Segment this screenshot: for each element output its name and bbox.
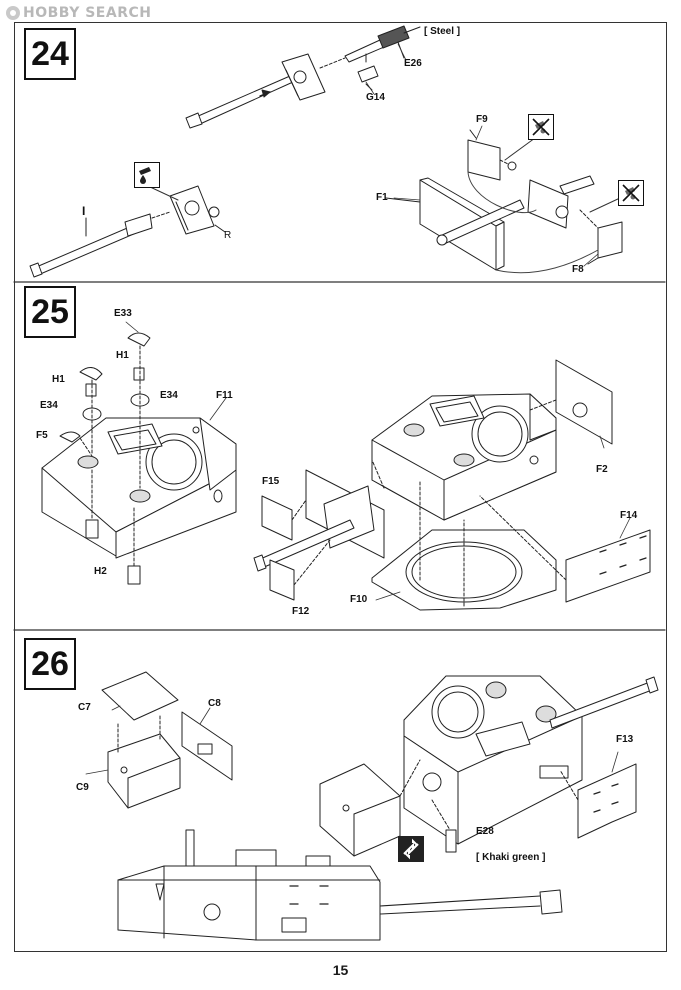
part-label-r: R bbox=[224, 230, 232, 241]
part-label-f12: F12 bbox=[292, 606, 310, 617]
no-cement-icon bbox=[528, 114, 554, 140]
paint-note-khaki-green: [ Khaki green ] bbox=[476, 852, 546, 863]
step-number-26: 26 bbox=[24, 638, 76, 690]
gun-barrel-lower bbox=[29, 185, 226, 278]
part-label-e33: E33 bbox=[114, 308, 132, 319]
turret-bustle bbox=[101, 671, 233, 809]
part-label-c7: C7 bbox=[78, 702, 91, 713]
step-number-24: 24 bbox=[24, 28, 76, 80]
part-label-f8: F8 bbox=[572, 264, 584, 275]
part-label-h1-left: H1 bbox=[52, 374, 65, 385]
page-number: 15 bbox=[332, 962, 349, 978]
part-label-f15: F15 bbox=[262, 476, 280, 487]
reverse-arrows-icon bbox=[398, 836, 424, 862]
paint-note-steel: [ Steel ] bbox=[424, 26, 461, 37]
part-label-f11: F11 bbox=[216, 390, 233, 401]
watermark: HOBBY SEARCH bbox=[6, 3, 151, 23]
no-cement-icon bbox=[618, 180, 644, 206]
page-frame bbox=[14, 22, 667, 952]
part-label-e26: E26 bbox=[404, 58, 422, 69]
part-label-f9: F9 bbox=[476, 114, 488, 125]
part-label-f13: F13 bbox=[616, 734, 634, 745]
part-label-e34-right: E34 bbox=[160, 390, 178, 401]
watermark-logo-icon bbox=[6, 6, 20, 20]
part-label-e34-left: E34 bbox=[40, 400, 58, 411]
part-label-i: I bbox=[82, 204, 86, 218]
cement-drop-icon bbox=[134, 162, 160, 188]
part-label-f2: F2 bbox=[596, 464, 608, 475]
part-label-f5: F5 bbox=[36, 430, 48, 441]
part-label-h2: H2 bbox=[94, 566, 107, 577]
part-label-c8: C8 bbox=[208, 698, 221, 709]
step-number-25: 25 bbox=[24, 286, 76, 338]
gun-barrel-upper bbox=[185, 25, 421, 129]
part-label-g14: G14 bbox=[366, 92, 385, 103]
part-label-f10: F10 bbox=[350, 594, 368, 605]
turret-assembly-right bbox=[253, 359, 651, 611]
part-label-h1-right: H1 bbox=[116, 350, 129, 361]
breech-assembly bbox=[385, 129, 623, 274]
turret-assembled bbox=[319, 675, 659, 857]
part-label-f14: F14 bbox=[620, 510, 638, 521]
part-label-c9: C9 bbox=[76, 782, 89, 793]
watermark-text: HOBBY SEARCH bbox=[23, 5, 152, 21]
part-label-e28: E28 bbox=[476, 826, 494, 837]
turret-side-view bbox=[117, 829, 563, 941]
part-label-f1: F1 bbox=[376, 192, 388, 203]
turret-roof-left bbox=[41, 332, 237, 585]
